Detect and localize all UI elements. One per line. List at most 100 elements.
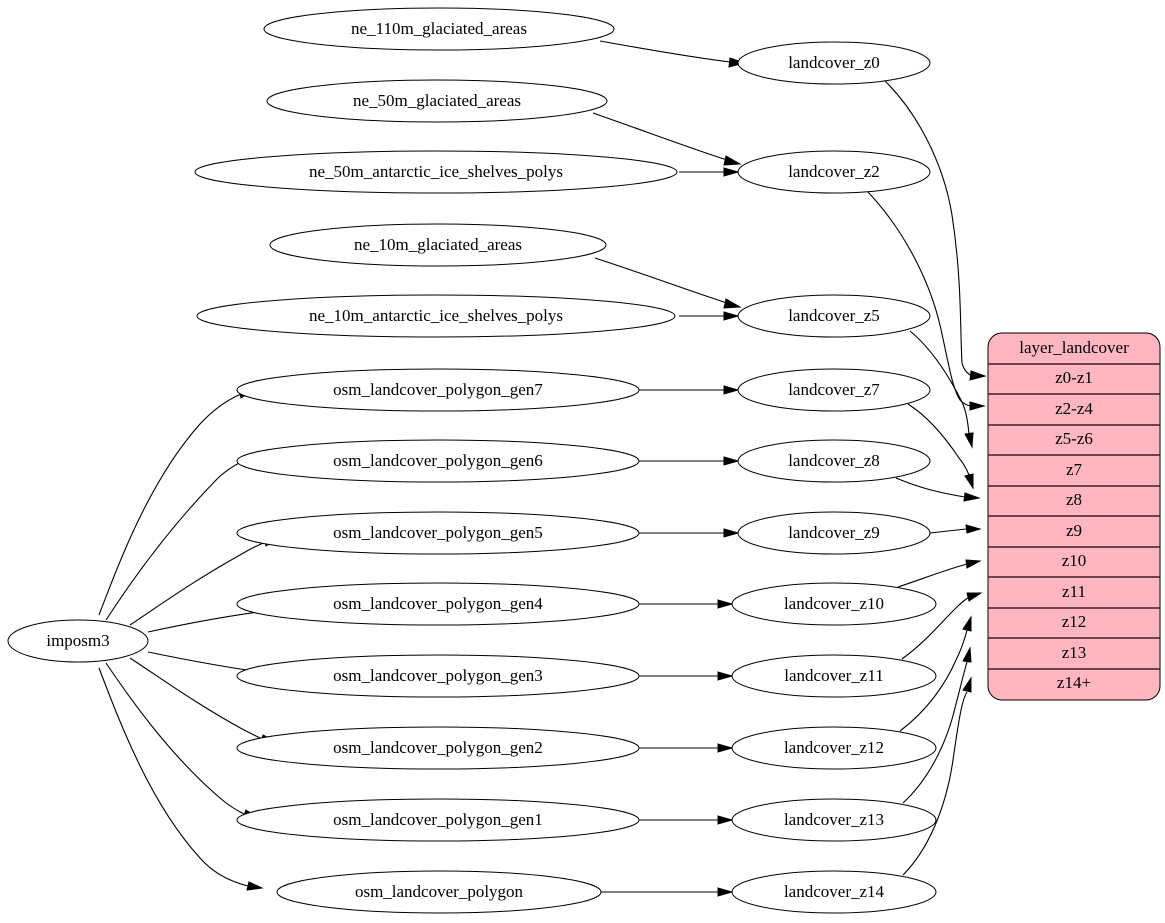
node-landcover-z8[interactable]: landcover_z8 <box>737 439 931 483</box>
node-osm-landcover-polygon-gen6[interactable]: osm_landcover_polygon_gen6 <box>236 439 640 483</box>
table-row-z9[interactable]: z9 <box>1066 521 1082 540</box>
node-ne-10m-glaciated-areas[interactable]: ne_10m_glaciated_areas <box>269 223 607 267</box>
arrowhead <box>962 676 972 693</box>
edge-imposm3-to-gen2 <box>129 657 263 740</box>
arrowhead <box>723 385 740 395</box>
arrowhead <box>717 671 734 681</box>
node-label: osm_landcover_polygon_gen4 <box>333 594 543 613</box>
arrowhead <box>728 57 746 68</box>
node-osm-landcover-polygon[interactable]: osm_landcover_polygon <box>276 870 602 914</box>
node-label: landcover_z5 <box>788 306 880 325</box>
node-label: landcover_z8 <box>788 451 880 470</box>
node-ne-50m-glaciated-areas[interactable]: ne_50m_glaciated_areas <box>266 79 608 123</box>
arrowhead <box>246 881 264 891</box>
node-label: landcover_z13 <box>784 810 884 829</box>
layer-landcover-table[interactable]: layer_landcover z0-z1 z2-z4 z5-z6 z7 z8 … <box>987 332 1161 701</box>
node-shape <box>737 439 931 483</box>
node-label: ne_50m_antarctic_ice_shelves_polys <box>309 162 563 181</box>
node-label: landcover_z12 <box>784 738 884 757</box>
node-label: osm_landcover_polygon_gen7 <box>333 380 543 399</box>
node-shape <box>276 870 602 914</box>
node-shape <box>269 223 607 267</box>
node-ne-10m-antarctic-ice-shelves-polys[interactable]: ne_10m_antarctic_ice_shelves_polys <box>196 294 676 338</box>
table-row-z8[interactable]: z8 <box>1066 490 1082 509</box>
node-landcover-z14[interactable]: landcover_z14 <box>731 870 937 914</box>
edge-imposm3-to-gen6 <box>105 460 245 621</box>
arrowhead <box>717 887 734 897</box>
arrowhead <box>723 528 740 538</box>
arrowhead <box>723 311 740 321</box>
node-landcover-z7[interactable]: landcover_z7 <box>737 368 931 412</box>
node-osm-landcover-polygon-gen4[interactable]: osm_landcover_polygon_gen4 <box>236 582 640 626</box>
table-row-z7[interactable]: z7 <box>1066 460 1083 479</box>
edge-layer <box>98 40 987 897</box>
node-osm-landcover-polygon-gen5[interactable]: osm_landcover_polygon_gen5 <box>236 511 640 555</box>
node-label: landcover_z14 <box>784 882 885 901</box>
node-ne-110m-glaciated-areas[interactable]: ne_110m_glaciated_areas <box>263 7 615 51</box>
node-label: imposm3 <box>46 631 109 650</box>
node-imposm3[interactable]: imposm3 <box>7 619 149 663</box>
table-row-z13[interactable]: z13 <box>1062 643 1087 662</box>
table-row-z11[interactable]: z11 <box>1062 582 1086 601</box>
node-landcover-z13[interactable]: landcover_z13 <box>731 798 937 842</box>
edge-z11-to-row-z11 <box>901 596 970 660</box>
arrowhead <box>963 492 981 502</box>
table-row-z12[interactable]: z12 <box>1062 612 1087 631</box>
node-landcover-z10[interactable]: landcover_z10 <box>731 582 937 626</box>
edge-imposm3-to-polygon <box>98 667 249 887</box>
arrowhead <box>962 646 972 663</box>
arrowhead <box>717 743 734 753</box>
node-label: ne_50m_glaciated_areas <box>353 91 521 110</box>
arrowhead <box>966 592 983 602</box>
node-landcover-z0[interactable]: landcover_z0 <box>737 41 931 85</box>
node-shape <box>236 368 640 412</box>
arrowhead <box>969 401 986 411</box>
edge-ne110m-to-z0 <box>599 40 731 63</box>
node-osm-landcover-polygon-gen2[interactable]: osm_landcover_polygon_gen2 <box>236 726 640 770</box>
edge-ne10m-glac-to-z5 <box>594 257 728 304</box>
node-landcover-z9[interactable]: landcover_z9 <box>737 511 931 555</box>
node-landcover-z2[interactable]: landcover_z2 <box>737 150 931 194</box>
node-osm-landcover-polygon-gen1[interactable]: osm_landcover_polygon_gen1 <box>236 798 640 842</box>
edge-z0-to-row-z0z1 <box>883 79 971 376</box>
node-label: landcover_z0 <box>788 53 880 72</box>
node-label: ne_10m_antarctic_ice_shelves_polys <box>309 306 563 325</box>
node-shape <box>731 654 937 698</box>
arrowhead <box>723 456 740 466</box>
node-shape <box>194 150 678 194</box>
node-shape <box>737 368 931 412</box>
node-osm-landcover-polygon-gen3[interactable]: osm_landcover_polygon_gen3 <box>236 654 640 698</box>
node-label: osm_landcover_polygon_gen5 <box>333 523 543 542</box>
node-landcover-z12[interactable]: landcover_z12 <box>731 726 937 770</box>
edge-z13-to-row-z13 <box>902 661 968 804</box>
node-shape <box>731 798 937 842</box>
edge-z12-to-row-z12 <box>899 629 968 732</box>
arrowhead <box>964 473 974 490</box>
node-label: osm_landcover_polygon_gen6 <box>333 451 543 470</box>
node-landcover-z5[interactable]: landcover_z5 <box>737 294 931 338</box>
arrowhead <box>723 167 740 177</box>
node-label: osm_landcover_polygon <box>355 882 524 901</box>
edge-ne50m-glac-to-z2 <box>592 112 728 161</box>
node-shape <box>236 798 640 842</box>
table-row-z14plus[interactable]: z14+ <box>1057 673 1091 692</box>
node-shape <box>236 726 640 770</box>
arrowhead <box>965 524 982 534</box>
table-row-z0z1[interactable]: z0-z1 <box>1055 368 1093 387</box>
edge-z2-to-row-z2z4 <box>865 189 971 407</box>
table-row-z10[interactable]: z10 <box>1062 551 1087 570</box>
table-row-z5z6[interactable]: z5-z6 <box>1055 429 1093 448</box>
node-label: ne_10m_glaciated_areas <box>354 235 522 254</box>
node-shape <box>266 79 608 123</box>
node-shape <box>737 294 931 338</box>
edge-z5-to-row-z5z6 <box>909 330 970 435</box>
node-ne-50m-antarctic-ice-shelves-polys[interactable]: ne_50m_antarctic_ice_shelves_polys <box>194 150 678 194</box>
table-row-z2z4[interactable]: z2-z4 <box>1055 399 1093 418</box>
node-shape <box>236 439 640 483</box>
node-label: landcover_z10 <box>784 594 884 613</box>
node-osm-landcover-polygon-gen7[interactable]: osm_landcover_polygon_gen7 <box>236 368 640 412</box>
node-shape <box>196 294 676 338</box>
node-shape <box>7 619 149 663</box>
node-landcover-z11[interactable]: landcover_z11 <box>731 654 937 698</box>
